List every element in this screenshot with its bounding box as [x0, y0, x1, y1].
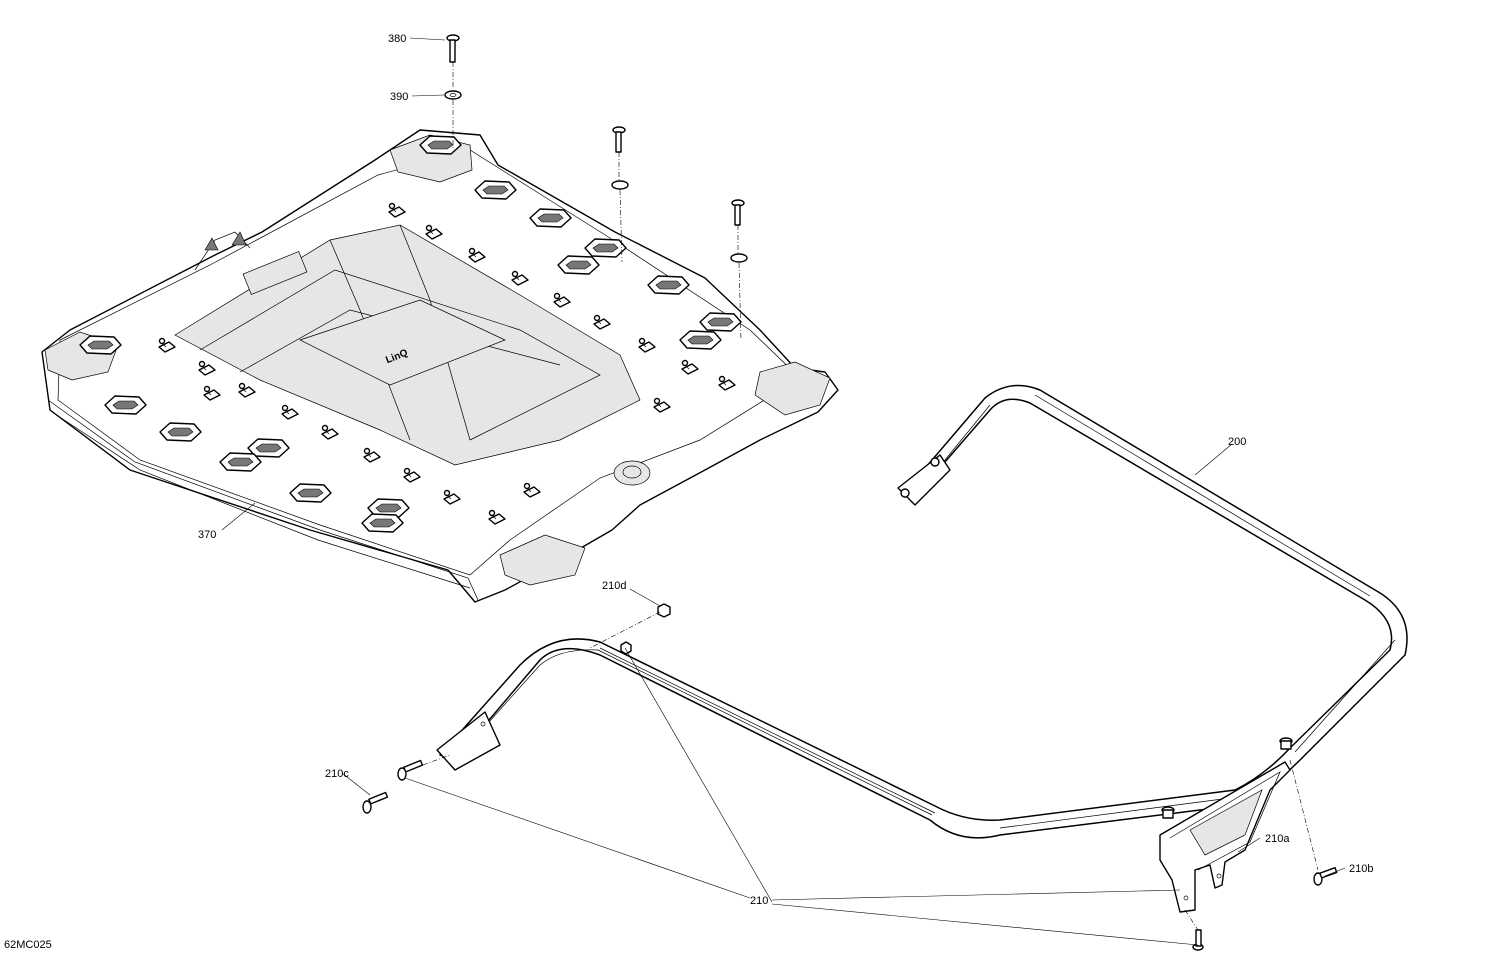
- clip-fastener: [488, 509, 506, 525]
- bolt-210-left: [397, 759, 424, 781]
- bolt-210c: [362, 791, 389, 814]
- clip-fastener: [388, 202, 406, 218]
- slot-hole: [647, 275, 690, 295]
- callout-380: 380: [388, 33, 406, 45]
- rack-plate-370: LinQ: [41, 129, 839, 603]
- slot-hole: [79, 335, 122, 355]
- screw-stack-3: [730, 199, 748, 341]
- callout-210b: 210b: [1349, 863, 1373, 875]
- slot-hole: [367, 498, 410, 518]
- rack-slot-holes: [79, 135, 742, 533]
- callout-210: 210: [750, 895, 768, 907]
- callout-210c: 210c: [325, 768, 349, 780]
- clip-fastener: [238, 382, 256, 398]
- clip-fastener: [718, 375, 736, 391]
- clip-fastener: [638, 337, 656, 353]
- slot-hole: [474, 180, 517, 200]
- slot-hole: [529, 208, 572, 228]
- screw-380: [446, 34, 460, 63]
- clip-fastener: [681, 359, 699, 375]
- clip-fastener: [553, 292, 571, 308]
- diagram-code: 62MC025: [4, 939, 52, 951]
- callout-200: 200: [1228, 436, 1246, 448]
- slot-hole: [104, 395, 147, 415]
- clip-fastener: [511, 270, 529, 286]
- clip-fastener: [281, 404, 299, 420]
- callout-370: 370: [198, 529, 216, 541]
- clip-fastener: [198, 360, 216, 376]
- callout-390: 390: [390, 91, 408, 103]
- clip-fastener: [468, 247, 486, 263]
- nut-210-small: [620, 641, 632, 655]
- clip-fastener: [203, 385, 221, 401]
- clip-fastener: [321, 424, 339, 440]
- nut-210d: [657, 603, 671, 618]
- rack-clip-fasteners: [158, 202, 736, 525]
- bolt-210-bottom: [1192, 929, 1204, 951]
- clip-fastener: [593, 314, 611, 330]
- clip-fastener: [523, 482, 541, 498]
- frame-tube-200: [436, 384, 1408, 839]
- slot-hole: [159, 422, 202, 442]
- slot-hole: [419, 135, 462, 155]
- slot-hole: [557, 255, 600, 275]
- slot-hole: [361, 513, 404, 533]
- clip-fastener: [363, 447, 381, 463]
- clip-fastener: [158, 337, 176, 353]
- clip-fastener: [443, 489, 461, 505]
- washer-390: [444, 90, 462, 100]
- clip-fastener: [425, 224, 443, 240]
- callout-210a: 210a: [1265, 833, 1290, 845]
- slot-hole: [289, 483, 332, 503]
- slot-hole: [219, 452, 262, 472]
- clip-fastener: [653, 397, 671, 413]
- slot-hole: [679, 330, 722, 350]
- slot-hole: [699, 312, 742, 332]
- bracket-210a: [1159, 737, 1293, 913]
- slot-hole: [584, 238, 627, 258]
- bolt-210b: [1313, 867, 1338, 886]
- clip-fastener: [403, 467, 421, 483]
- callout-210d: 210d: [602, 580, 626, 592]
- screw-stack-2: [611, 126, 629, 263]
